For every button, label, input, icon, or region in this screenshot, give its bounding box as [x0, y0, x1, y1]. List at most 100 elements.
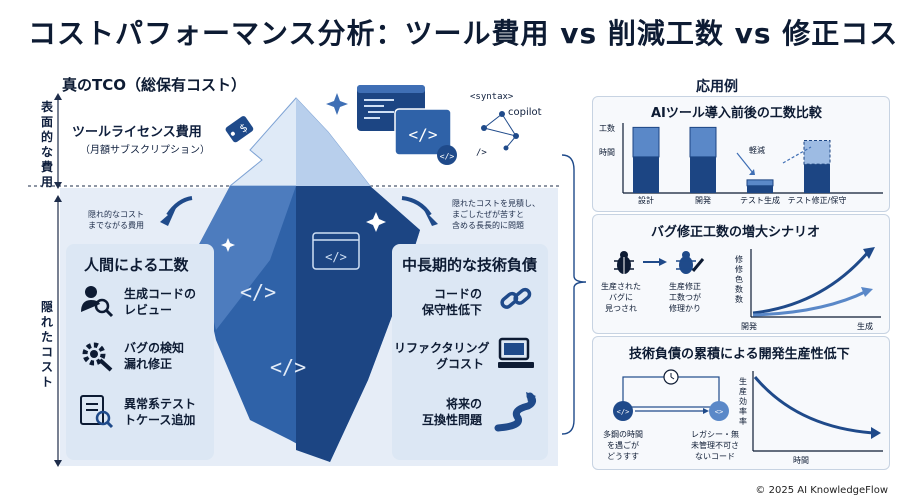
debt-item-compat: 将来の 互換性問題 [421, 397, 482, 427]
debt-panel-title: 中長期的な技術負債 [402, 256, 538, 274]
bug-icon [614, 251, 634, 274]
decline-curve-head [871, 427, 881, 439]
example-3-box: 技術負債の累積による開発生産性低下 </> <> 多鋼の時間 を遇ごが どうすす… [592, 336, 890, 470]
arrow-icon [643, 258, 667, 266]
decline-curve [753, 376, 874, 435]
bar-category-label: 設計 [638, 196, 654, 205]
debt-item-maintain: コードの 保守性低下 [421, 287, 482, 317]
example-2-title: バグ修正工数の増大シナリオ [651, 225, 821, 240]
human-item-bug: バグの検知 漏れ修正 [124, 341, 185, 371]
growth-curve-high-head [863, 247, 875, 259]
tech-debt-panel: 中長期的な技術負債 コードの 保守性低下 リファクタリング グコスト 将来の 互… [392, 244, 548, 460]
hidden-arrow-down [54, 460, 62, 467]
sparkle-icon [366, 212, 386, 232]
growth-curve-low [752, 289, 868, 317]
example-3-ylabel: 生産効率率 [739, 377, 747, 426]
example-2-box: バグ修正工数の増大シナリオ 生産された バグに 見つされ 生産修正 工数つが 修… [592, 214, 890, 334]
growth-curve-high [752, 250, 871, 315]
bug-right-text: 生産修正 工数つが 修理かり [669, 282, 701, 313]
reduction-label: 軽減 [749, 146, 765, 155]
bar-bottom [747, 185, 773, 193]
growth-chart [750, 247, 881, 318]
broken-link-icon [500, 287, 532, 309]
reduction-arrow-head [749, 169, 755, 175]
example-3-title: 技術負債の累積による開発生産性低下 [629, 347, 850, 362]
example-1-box: AIツール導入前後の工数比較 工数 時間 軽減 設計 開発 テスト生成テスト修正/保… [592, 96, 890, 212]
price-tag-icon: $ [225, 116, 254, 143]
human-item-test: 異常系テスト トケース追加 [124, 397, 197, 427]
decline-chart [752, 371, 883, 452]
reviewer-search-icon [81, 286, 114, 318]
bar-chart [622, 123, 883, 194]
cycle-left-text: 多鋼の時間 を遇ごが どうすす [603, 430, 643, 461]
syntax-tag: <syntax> [470, 92, 514, 102]
bar-bottom [690, 156, 716, 193]
reduction-arrow [736, 152, 754, 174]
bar-category-label: テスト修正/保守 [787, 196, 847, 205]
slash-tag: /> [476, 148, 487, 158]
cycle-right-text: レガシー・無 未管理不可さ ないコード [691, 430, 739, 461]
right-arrow-head [424, 210, 438, 226]
iceberg-code-icon-2: </> [270, 355, 307, 379]
svg-text:</>: </> [617, 408, 630, 416]
debt-item-refactor: リファクタリング グコスト [394, 341, 490, 371]
right-note: 隠れたコストを見積し、 まごしたぜが苦すと 含める長長的に問題 [452, 199, 540, 230]
example-2-ylabel: 修修色数数 [735, 255, 743, 304]
code-editor-icon: </> [394, 108, 452, 156]
growth-x-start: 開発 [741, 322, 757, 331]
legacy-code-icon [709, 401, 729, 421]
bar-top [803, 140, 831, 165]
hidden-cost-label: 隠れたコスト [40, 300, 53, 389]
example-1-ylabel: 工数 時間 [599, 124, 615, 157]
winding-road-icon [494, 392, 537, 432]
cycle-diagram: </> <> [613, 369, 729, 421]
decline-xlabel: 時間 [793, 456, 809, 465]
left-arrow-head [160, 208, 176, 226]
tco-title: 真のTCO（総保有コスト） [62, 76, 246, 94]
bug-fix-icon [676, 251, 705, 274]
iceberg-code-window-icon: </> [312, 232, 360, 270]
svg-text:</>: </> [409, 125, 438, 144]
examples-title: 応用例 [696, 79, 738, 95]
hidden-arrow-up [54, 195, 62, 202]
footer-copyright: © 2025 AI KnowledgeFlow [755, 485, 888, 496]
surface-arrow-up [54, 93, 62, 100]
human-cost-panel: 人間による工数 生成コードの レビュー バグの検知 漏れ修正 異常系テスト トケ… [66, 244, 214, 460]
examples-brace [561, 154, 587, 435]
surface-arrow-down [54, 182, 62, 189]
surface-cost-label: 表面的な費用 [40, 100, 53, 189]
growth-curve-low-head [861, 287, 873, 297]
bar-category-label: テスト生成 [740, 196, 780, 205]
iceberg-highlight [196, 186, 296, 330]
bar-top [689, 126, 717, 158]
human-panel-title: 人間による工数 [84, 256, 189, 274]
copilot-tag: copilot [508, 107, 542, 118]
test-report-icon [80, 395, 114, 429]
svg-text:<>: <> [715, 408, 723, 416]
code-circle-icon [613, 401, 633, 421]
iceberg-tip-shade [296, 98, 370, 186]
bar-top [632, 126, 660, 158]
left-curve-arrow [166, 196, 193, 217]
growth-x-end: 生成 [857, 322, 873, 331]
computer-icon [498, 337, 534, 368]
license-cost-note: （月額サブスクリプション） [80, 145, 210, 156]
bug-left-text: 生産された バグに 見つされ [601, 282, 641, 313]
example-1-title: AIツール導入前後の工数比較 [651, 106, 822, 121]
page-title: コストパフォーマンス分析：ツール費用 vs 削減工数 vs 修正コスト [28, 17, 900, 50]
iceberg-body-shade [296, 186, 420, 462]
gear-wrench-icon [82, 342, 113, 372]
bar-top [746, 179, 774, 187]
bar-category-label: 開発 [695, 196, 711, 205]
iceberg-code-icon: </> [240, 280, 277, 304]
increase-arrow [782, 146, 812, 164]
left-note: 隠れ的なコスト までながる費用 [88, 210, 144, 230]
bar-bottom [804, 164, 830, 193]
sparkle-icon [221, 238, 235, 252]
svg-text:</>: </> [325, 250, 347, 264]
svg-text:</>: </> [440, 152, 455, 161]
human-item-review: 生成コードの レビュー [124, 287, 197, 317]
network-icon [481, 111, 519, 151]
right-curve-arrow [401, 196, 432, 217]
